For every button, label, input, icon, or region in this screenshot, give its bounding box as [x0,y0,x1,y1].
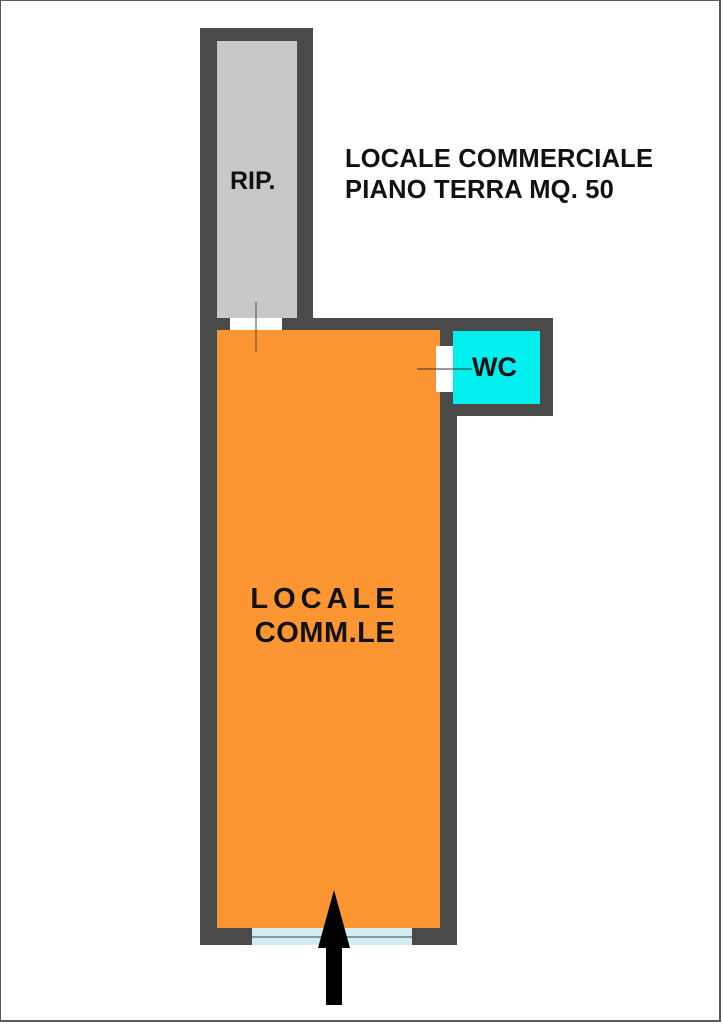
plan-title-line2: PIANO TERRA MQ. 50 [345,176,615,204]
plan-title-line1: LOCALE COMMERCIALE [345,145,654,173]
room-label-main-line2: COMM.LE [254,617,396,649]
room-wc [453,331,540,404]
arrow-up-icon [318,890,350,1005]
room-label-storage: RIP. [230,167,276,195]
room-storage [217,41,297,318]
room-label-wc: WC [472,352,517,382]
room-main [217,330,440,928]
room-label-main: LOCALE COMM.LE [225,582,425,650]
plan-title: LOCALE COMMERCIALE PIANO TERRA MQ. 50 [345,144,653,206]
room-label-main-line1: LOCALE [250,583,400,615]
